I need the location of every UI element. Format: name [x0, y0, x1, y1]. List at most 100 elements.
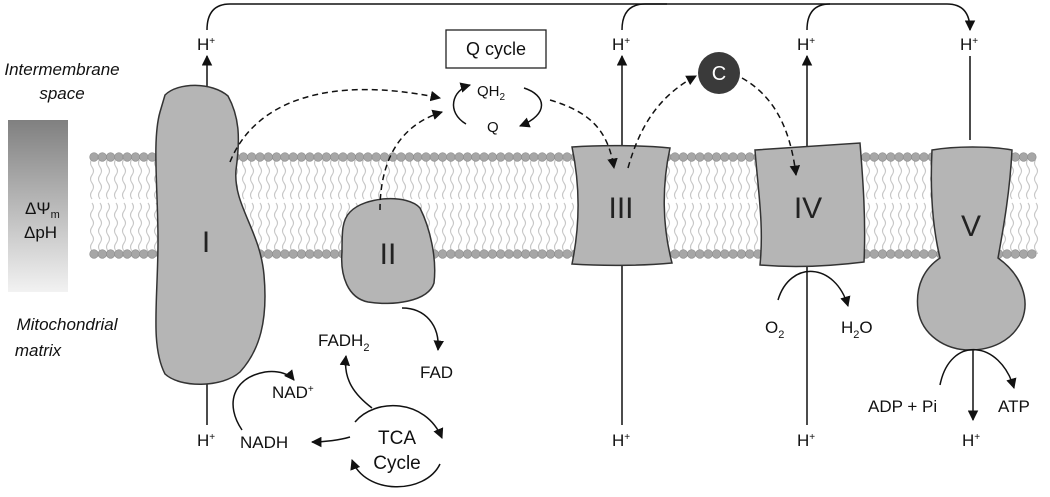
lipid-head [736, 152, 747, 162]
lipid-head [745, 249, 755, 259]
lipid-head [545, 152, 556, 162]
proton-top-i: H+ [197, 35, 215, 54]
complex-v-shape [916, 146, 1026, 351]
lipid-head [114, 249, 124, 259]
fad-arrow [401, 307, 444, 352]
lipid-head [313, 249, 323, 259]
proton-top-v: H+ [960, 35, 978, 54]
proton-top-iv: H+ [797, 35, 815, 54]
lipid-head [919, 152, 929, 162]
lipid-head [255, 152, 265, 162]
lipid-head [122, 152, 132, 162]
cytochrome-c [698, 52, 740, 94]
lipid-head [446, 249, 456, 259]
electron-paths [229, 75, 801, 211]
complex-v-label: V [961, 210, 981, 243]
lipid-head [130, 249, 141, 259]
lipid-head [479, 249, 489, 259]
lipid-head [238, 152, 248, 162]
lipid-head [562, 152, 572, 162]
lipid-head [736, 249, 747, 259]
lipid-head [330, 249, 340, 259]
intermembrane-label-2: space [39, 84, 84, 103]
lipid-head [695, 249, 705, 259]
lipid-head [296, 152, 307, 162]
complex-iv-shape [754, 142, 866, 268]
lipid-head [529, 152, 539, 162]
cytochrome-c-label: C [712, 63, 726, 85]
lipid-head [512, 249, 522, 259]
lipid-head [869, 249, 879, 259]
lipid-head [462, 152, 473, 162]
lipid-head [1027, 249, 1037, 259]
lipid-head [305, 249, 315, 259]
tca-label-2: Cycle [373, 453, 421, 474]
lipid-head [288, 152, 298, 162]
lipid-head [670, 249, 680, 259]
lipid-head [97, 249, 107, 259]
ph-gradient-label: ΔpH [24, 223, 57, 242]
lipid-head [438, 249, 448, 259]
lipid-head [554, 249, 564, 259]
proton-bus [206, 3, 976, 32]
lipid-head [404, 152, 415, 162]
lipid-head [139, 249, 149, 259]
lipid-head [703, 249, 713, 259]
lipid-head [263, 249, 273, 259]
lipid-head [355, 152, 365, 162]
atp-arrow [939, 348, 1017, 390]
lipid-head [105, 249, 116, 259]
lipid-head [479, 152, 489, 162]
complex-i-shape [155, 84, 266, 385]
q-cycle-box [445, 29, 547, 69]
atp-label: ATP [998, 397, 1030, 416]
lipid-head [911, 249, 921, 259]
lipid-head [902, 249, 913, 259]
lipid-head [330, 152, 340, 162]
lipid-head [346, 152, 356, 162]
lipid-head [454, 249, 464, 259]
lipid-head [413, 152, 423, 162]
lipid-head [296, 249, 307, 259]
tca-fadh2-arrow [339, 354, 373, 409]
lipid-head [1018, 152, 1029, 162]
membrane-potential-label: ΔΨm [25, 199, 60, 221]
lipid-head [504, 249, 514, 259]
lipid-head [537, 249, 547, 259]
o2-label: O2 [765, 318, 784, 341]
lipid-head [520, 152, 531, 162]
lipid-head [462, 249, 473, 259]
lipid-head [496, 152, 506, 162]
lipid-head [122, 249, 132, 259]
complex-ii-shape [340, 198, 436, 305]
lipid-head [869, 152, 879, 162]
nadh-nad-arrow [232, 369, 295, 431]
lipid-head [562, 249, 572, 259]
lipid-head [487, 249, 498, 259]
matrix-label-1: Mitochondrial [16, 315, 118, 334]
lipid-head [105, 152, 116, 162]
lipid-head [396, 152, 406, 162]
lipid-head [529, 249, 539, 259]
lipid-head [1002, 249, 1012, 259]
lipid-head [263, 152, 273, 162]
proton-bottom-iv: H+ [797, 431, 815, 450]
lipid-head [678, 152, 688, 162]
lipid-head [429, 152, 439, 162]
lipid-head [1027, 152, 1037, 162]
lipid-head [927, 249, 937, 259]
nadh-label: NADH [240, 433, 288, 452]
lipid-head [678, 249, 688, 259]
lipid-head [537, 152, 547, 162]
lipid-head [321, 152, 332, 162]
lipid-head [471, 249, 481, 259]
proton-top-iii: H+ [612, 35, 630, 54]
proton-bottom-iii: H+ [612, 431, 630, 450]
lipid-head [363, 152, 373, 162]
lipid-head [504, 152, 514, 162]
nad-plus-label: NAD+ [272, 383, 314, 402]
lipid-head [520, 249, 531, 259]
lipid-head [97, 152, 107, 162]
lipid-head [454, 152, 464, 162]
lipid-head [305, 152, 315, 162]
